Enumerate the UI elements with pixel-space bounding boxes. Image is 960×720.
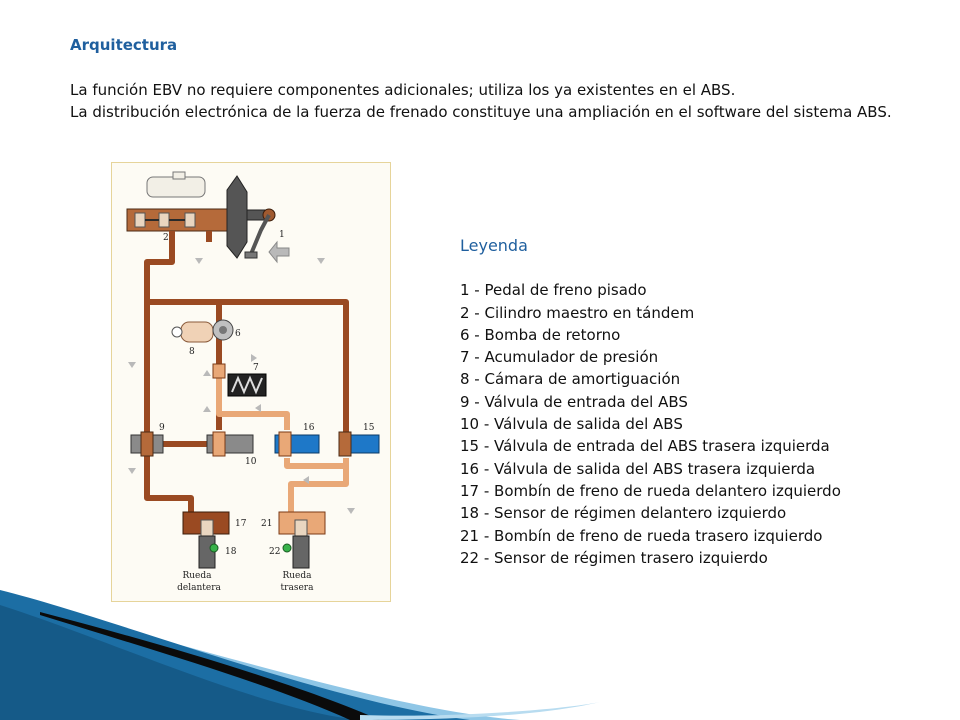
intro-paragraph-2: La distribución electrónica de la fuerza…: [70, 103, 892, 121]
callout-8: 8: [189, 347, 195, 357]
abs-hydraulic-diagram: 1 2 6 7 8 9 10 15 16 17 18 21 22 Rueda d…: [111, 162, 391, 602]
callout-21: 21: [261, 519, 272, 529]
callout-6: 6: [235, 329, 241, 339]
legend-item: 21 - Bombín de freno de rueda trasero iz…: [460, 526, 823, 545]
legend-item: 22 - Sensor de régimen trasero izquierdo: [460, 548, 768, 567]
wheel-rear-label-line2: trasera: [281, 583, 315, 593]
abs-outlet-valve-front: [206, 431, 254, 457]
pressure-accumulator: [212, 363, 267, 397]
callout-18: 18: [225, 547, 237, 557]
wheel-speed-sensor-rear: [282, 543, 292, 553]
abs-outlet-valve-rear: [274, 431, 320, 457]
legend-item: 10 - Válvula de salida del ABS: [460, 415, 683, 434]
callout-2: 2: [163, 233, 169, 243]
wheel-rear-label-line1: Rueda: [282, 571, 312, 581]
decorative-swoosh: [0, 590, 600, 720]
abs-inlet-valve-rear: [338, 431, 380, 457]
callout-16: 16: [303, 423, 315, 433]
legend-item: 6 - Bomba de retorno: [460, 325, 621, 344]
callout-15: 15: [363, 423, 375, 433]
legend-item: 2 - Cilindro maestro en tándem: [460, 303, 695, 322]
flow-arrows: [128, 258, 355, 514]
brake-pedal: [244, 214, 290, 264]
wheel-cylinder-front: [182, 511, 230, 569]
wheel-speed-sensor-front: [209, 543, 219, 553]
return-pump: [212, 319, 234, 341]
legend-item: 8 - Cámara de amortiguación: [460, 370, 681, 389]
legend-item: 1 - Pedal de freno pisado: [460, 281, 647, 300]
legend-item: 16 - Válvula de salida del ABS trasera i…: [460, 459, 816, 478]
wheel-front-label-line2: delantera: [177, 583, 221, 593]
callout-7: 7: [253, 363, 259, 373]
legend: Leyenda 1 - Pedal de freno pisado 2 - Ci…: [460, 235, 900, 569]
legend-item: 17 - Bombín de freno de rueda delantero …: [460, 481, 841, 500]
intro-text: La función EBV no requiere componentes a…: [70, 79, 940, 123]
intro-paragraph-1: La función EBV no requiere componentes a…: [70, 81, 736, 99]
callout-1: 1: [279, 230, 285, 240]
wheel-cylinder-rear: [278, 511, 326, 569]
callout-17: 17: [235, 519, 247, 529]
legend-item: 15 - Válvula de entrada del ABS trasera …: [460, 437, 830, 456]
abs-inlet-valve-front: [130, 431, 164, 457]
legend-title: Leyenda: [460, 236, 528, 255]
legend-item: 18 - Sensor de régimen delantero izquier…: [460, 504, 787, 523]
callout-10: 10: [245, 457, 257, 467]
callout-9: 9: [159, 423, 165, 433]
brake-line-return: [216, 376, 349, 512]
slide-title: Arquitectura: [70, 36, 178, 54]
callout-22: 22: [269, 547, 280, 557]
legend-item: 7 - Acumulador de presión: [460, 348, 659, 367]
legend-item: 9 - Válvula de entrada del ABS: [460, 392, 688, 411]
wheel-front-label-line1: Rueda: [182, 571, 212, 581]
